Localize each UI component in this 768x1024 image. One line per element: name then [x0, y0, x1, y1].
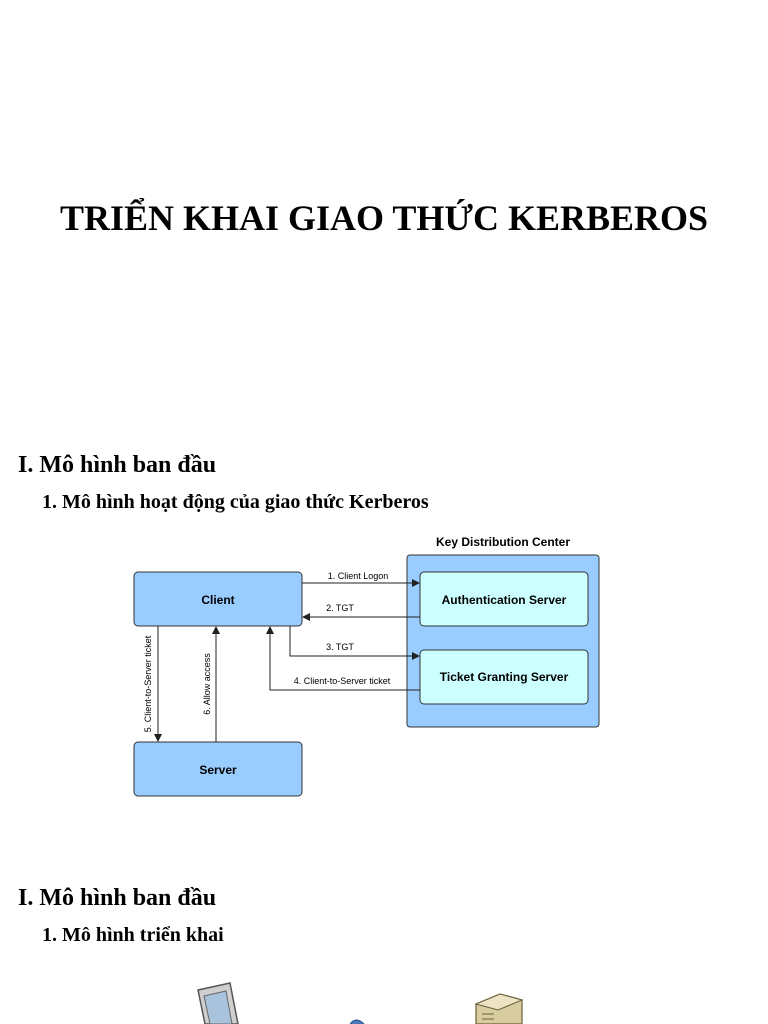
arrow-tgt-to-tgs	[289, 626, 420, 660]
tgs-label: Ticket Granting Server	[440, 670, 569, 684]
section-subheading-2: 1. Mô hình triển khai	[42, 924, 224, 946]
auth-server-label: Authentication Server	[442, 593, 567, 607]
arrow-label-3: 3. TGT	[326, 642, 354, 652]
section-heading-1: I. Mô hình ban đầu	[18, 452, 217, 478]
arrow-label-4: 4. Client-to-Server ticket	[294, 676, 391, 686]
server-box	[133, 741, 303, 797]
server-tower-icon	[474, 993, 524, 1024]
section-subheading-1: 1. Mô hình hoạt động của giao thức Kerbe…	[42, 491, 429, 513]
client-label: Client	[201, 593, 234, 607]
kdc-label: Key Distribution Center	[436, 535, 570, 549]
section-heading-2: I. Mô hình ban đầu	[18, 885, 217, 911]
server-label: Server	[199, 763, 237, 777]
arrow-label-6: 6. Allow access	[202, 653, 212, 715]
page-title: TRIỂN KHAI GIAO THỨC KERBEROS	[59, 198, 709, 238]
arrow-client-server-ticket	[266, 626, 420, 691]
arrow-label-2: 2. TGT	[326, 603, 354, 613]
tgs-box	[419, 649, 589, 705]
auth-server-box	[419, 571, 589, 627]
network-icon	[349, 1019, 365, 1024]
arrow-label-5: 5. Client-to-Server ticket	[143, 635, 153, 732]
arrow-label-1: 1. Client Logon	[328, 571, 389, 581]
computer-icon	[197, 982, 239, 1024]
